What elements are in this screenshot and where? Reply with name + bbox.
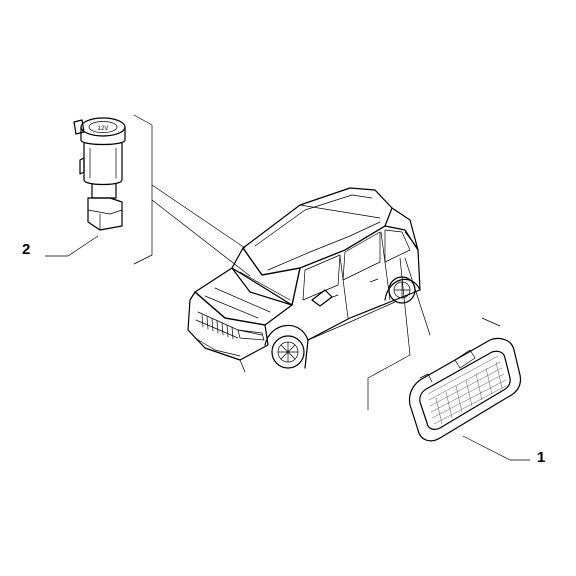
- vehicle-illustration: [187, 187, 421, 373]
- callout-label-1: 1: [537, 449, 546, 466]
- callout-label-2: 2: [22, 241, 31, 258]
- leader-lines: [44, 114, 531, 461]
- socket-marking: 12V: [98, 126, 109, 132]
- socket-connector-part: 12V: [73, 117, 126, 231]
- side-lamp-part: [408, 337, 522, 442]
